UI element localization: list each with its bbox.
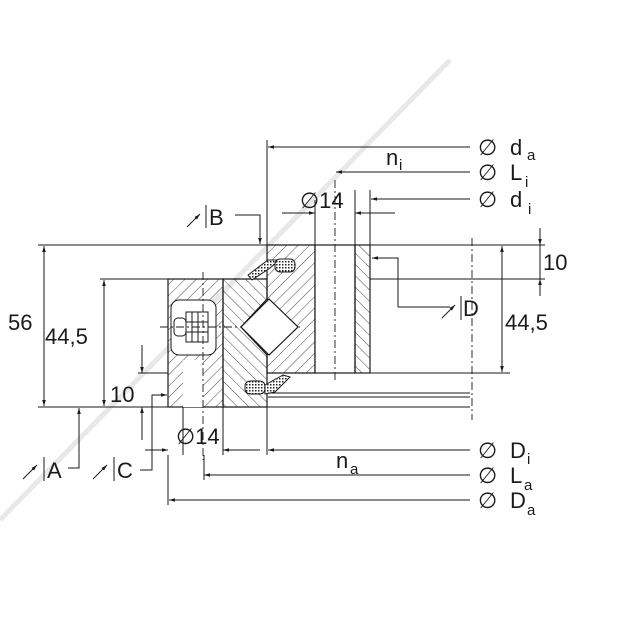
svg-text:d: d (510, 135, 522, 160)
label-Da: ∅ D a (478, 488, 536, 519)
datum-A: A (22, 408, 81, 483)
cross-roller (240, 298, 299, 356)
svg-text:B: B (209, 205, 224, 230)
svg-text:n: n (386, 145, 398, 170)
dim-hole-bottom: ∅14 (176, 424, 220, 449)
svg-text:i: i (399, 157, 402, 174)
label-La: ∅ L a (478, 463, 533, 494)
svg-text:n: n (336, 448, 348, 473)
label-ni: n i (386, 145, 402, 174)
svg-text:A: A (47, 458, 62, 483)
svg-text:D: D (510, 488, 526, 513)
dim-top-offset: 10 (543, 250, 567, 275)
label-na: n a (336, 448, 359, 478)
dim-total-height: 56 (8, 310, 32, 335)
svg-text:∅: ∅ (478, 488, 497, 513)
svg-text:a: a (524, 477, 533, 494)
svg-text:∅: ∅ (478, 438, 497, 463)
label-Li: ∅ L i (478, 160, 528, 191)
seal-bottom (244, 374, 291, 395)
datum-D: D (372, 256, 479, 321)
svg-text:L: L (510, 463, 522, 488)
label-Di: ∅ D i (478, 438, 530, 468)
svg-text:D: D (463, 296, 479, 321)
datum-B: B (186, 205, 262, 244)
svg-text:a: a (527, 147, 536, 164)
svg-text:i: i (527, 451, 530, 468)
svg-text:D: D (510, 438, 526, 463)
svg-text:∅: ∅ (478, 187, 497, 212)
dim-bottom-offset: 10 (110, 382, 134, 407)
label-da: ∅ d a (478, 135, 536, 164)
dim-inner-height: 44,5 (505, 310, 548, 335)
datum-C: C (92, 393, 167, 483)
dim-outer-height: 44,5 (45, 324, 88, 349)
svg-text:d: d (510, 187, 522, 212)
svg-text:a: a (350, 461, 359, 478)
seal-top (247, 258, 296, 281)
svg-text:L: L (510, 160, 522, 185)
svg-text:i: i (525, 174, 528, 191)
label-di: ∅ d i (478, 187, 531, 218)
svg-text:a: a (527, 502, 536, 519)
svg-text:∅: ∅ (478, 463, 497, 488)
svg-text:∅: ∅ (478, 135, 497, 160)
svg-text:∅: ∅ (478, 160, 497, 185)
dim-hole-top: ∅14 (300, 188, 344, 213)
grease-nipple-icon (173, 311, 209, 343)
svg-text:C: C (117, 458, 133, 483)
svg-text:i: i (528, 201, 531, 218)
